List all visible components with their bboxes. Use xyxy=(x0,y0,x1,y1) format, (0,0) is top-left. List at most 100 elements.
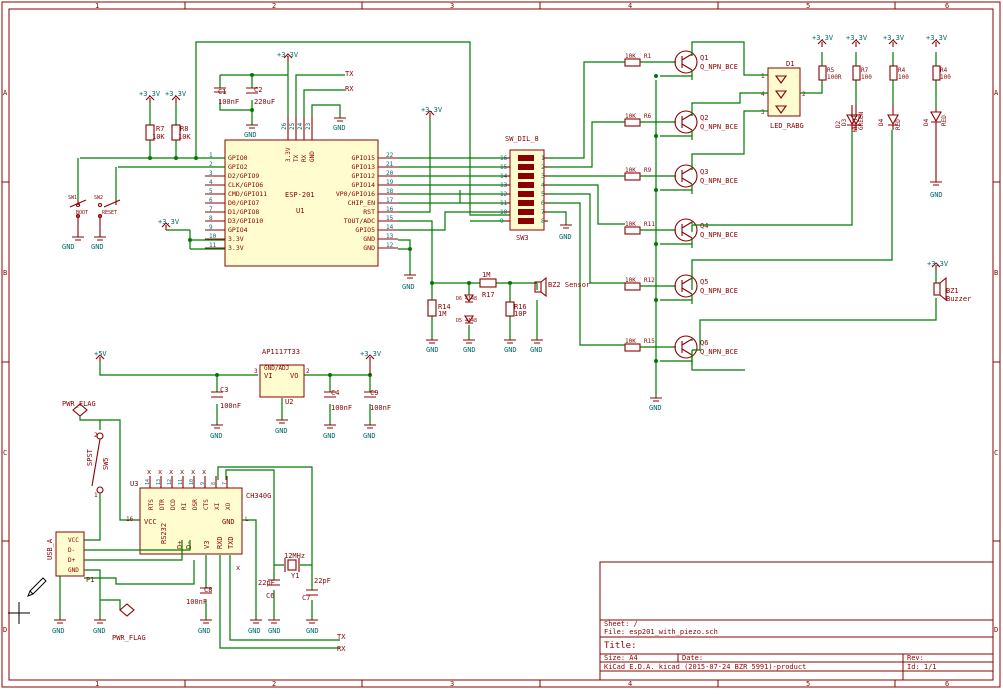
dip-switch-lever[interactable] xyxy=(518,164,534,170)
led-value: GREEN xyxy=(858,112,865,130)
capacitor-c8[interactable]: C8 100nF xyxy=(186,586,212,606)
transistor-emitter-bus: GND xyxy=(649,80,662,412)
resistor-r8-pullup[interactable]: R8 10K xyxy=(171,124,191,141)
base-resistor[interactable] xyxy=(624,118,641,127)
svg-text:x: x xyxy=(236,564,240,572)
svg-text:GND: GND xyxy=(62,243,75,251)
led-resistor[interactable] xyxy=(852,65,861,81)
pwr-flag-top[interactable]: PWR_FLAG xyxy=(62,400,96,417)
diode-pair-d5-d6[interactable]: D6 4148 D5 4148 xyxy=(456,294,477,324)
esp-pin-number: 6 xyxy=(209,197,213,204)
gnd-symbol: GND xyxy=(275,419,288,435)
usb-connector-p1[interactable]: VCC D- D+ GND USB_A P1 xyxy=(46,531,94,584)
svg-text:USB_A: USB_A xyxy=(46,538,54,560)
piezo-sensor-bz2[interactable]: BZ2 Sensor xyxy=(534,276,590,298)
buzzer-bz1[interactable]: BZ1 Buzzer +3.3V xyxy=(692,260,971,351)
gnd-symbol: GND xyxy=(363,424,376,440)
rgb-led-d1[interactable]: D1 LED_RABG 1 4 3 2 xyxy=(761,60,806,130)
capacitor-c7[interactable]: 22pF C7 xyxy=(302,577,331,602)
dip-switch-lever[interactable] xyxy=(518,173,534,179)
svg-text:CH340G: CH340G xyxy=(246,492,271,500)
svg-text:D4: D4 xyxy=(923,118,930,126)
base-resistor[interactable] xyxy=(624,58,641,67)
title-tool: KiCad E.D.A. kicad (2015-07-24 BZR 5991)… xyxy=(604,663,806,671)
dip-pin-number: 15 xyxy=(500,164,508,171)
esp-pin-name: CLK/GPIO6 xyxy=(228,181,263,189)
resistor-r17[interactable]: 1M R17 xyxy=(479,271,497,299)
base-resistor[interactable] xyxy=(624,282,641,291)
switch-sw5[interactable]: SPST SW5 2 1 xyxy=(86,432,110,499)
dip-pin-number: 4 xyxy=(541,182,545,189)
gnd-symbol: GND xyxy=(248,619,262,635)
svg-text:R16: R16 xyxy=(514,303,527,311)
frame-row-labels: A B C D A B C D xyxy=(3,89,999,634)
regulator-u2[interactable]: AP1117T33 VI VO GND/ADJ U2 3 2 xyxy=(254,348,310,406)
resistor-r16[interactable]: R16 10P xyxy=(505,301,527,318)
usb-serial-ch340g[interactable]: U3 CH340G VCC GND RS232 D+ D- V3 RXD TXD… xyxy=(130,468,271,555)
base-resistor[interactable] xyxy=(624,343,641,352)
crystal-y1[interactable]: 12MHz Y1 xyxy=(284,552,305,580)
base-resistor-ref: R1 xyxy=(644,53,652,60)
dip-switch-lever[interactable] xyxy=(518,191,534,197)
dip-switch-lever[interactable] xyxy=(518,182,534,188)
capacitor-c6[interactable]: 22pF C6 xyxy=(258,579,280,600)
pwr-flag-bottom[interactable]: PWR_FLAG xyxy=(112,603,146,642)
capacitor-c3[interactable]: C3 100nF xyxy=(211,386,241,410)
esp-pin-name: GPIO14 xyxy=(352,181,376,189)
svg-text:GND: GND xyxy=(930,191,943,199)
led-resistor[interactable] xyxy=(889,65,898,81)
dip-switch-lever[interactable] xyxy=(518,200,534,206)
led-resistor[interactable] xyxy=(818,65,827,81)
dip-switch-lever[interactable] xyxy=(518,155,534,161)
svg-text:VO: VO xyxy=(290,372,298,380)
capacitor-c1[interactable]: C1 100nF xyxy=(214,87,239,106)
resistor-r7-pullup[interactable]: R7 10K xyxy=(145,124,165,141)
resistor-r14[interactable]: R14 1M xyxy=(427,299,451,318)
esp-pin-name: CMD/GPIO11 xyxy=(228,190,267,198)
base-resistor-value: 10K xyxy=(625,53,636,60)
capacitor-c2[interactable]: C2 220uF xyxy=(246,86,275,106)
esp-pin-name: CHIP_EN xyxy=(348,199,375,207)
svg-text:AP1117T33: AP1117T33 xyxy=(262,348,300,356)
dip-switch-lever[interactable] xyxy=(518,218,534,224)
svg-text:100nF: 100nF xyxy=(186,598,207,606)
esp-pin-number: 16 xyxy=(386,206,394,213)
pencil-tool-icon[interactable] xyxy=(27,577,47,597)
transistor-body xyxy=(674,110,698,134)
esp-pin-name: GPIO15 xyxy=(352,154,376,162)
svg-text:D5 4148: D5 4148 xyxy=(456,318,477,324)
transistor-value: Q_NPN_BCE xyxy=(700,287,738,295)
esp-power-wiring xyxy=(219,62,345,125)
power-3v3-symbol xyxy=(817,39,827,47)
svg-text:100nF: 100nF xyxy=(220,402,241,410)
title-sheet: Sheet: / xyxy=(604,620,638,628)
svg-text:10K: 10K xyxy=(152,133,165,141)
base-resistor[interactable] xyxy=(624,226,641,235)
transistor-ref: Q1 xyxy=(700,54,708,62)
dip-gnd-wiring: GND xyxy=(548,211,572,241)
dip-switch-lever[interactable] xyxy=(518,209,534,215)
capacitor-c4[interactable]: C4 100nF xyxy=(324,389,352,412)
capacitor-c9[interactable]: C9 100nF xyxy=(364,389,391,412)
ch340-pin-name: DTR xyxy=(159,499,166,510)
dip-pin-number: 6 xyxy=(541,200,545,207)
switch-sw1-boot[interactable]: SW1 BOOT xyxy=(68,195,88,237)
col-label: 2 xyxy=(272,680,276,688)
base-resistor[interactable] xyxy=(624,172,641,181)
svg-text:100nF: 100nF xyxy=(331,404,352,412)
switch-sw2-reset[interactable]: SW2 RESET xyxy=(94,195,121,237)
svg-text:D-: D- xyxy=(185,541,193,549)
svg-text:D-: D- xyxy=(68,547,75,554)
